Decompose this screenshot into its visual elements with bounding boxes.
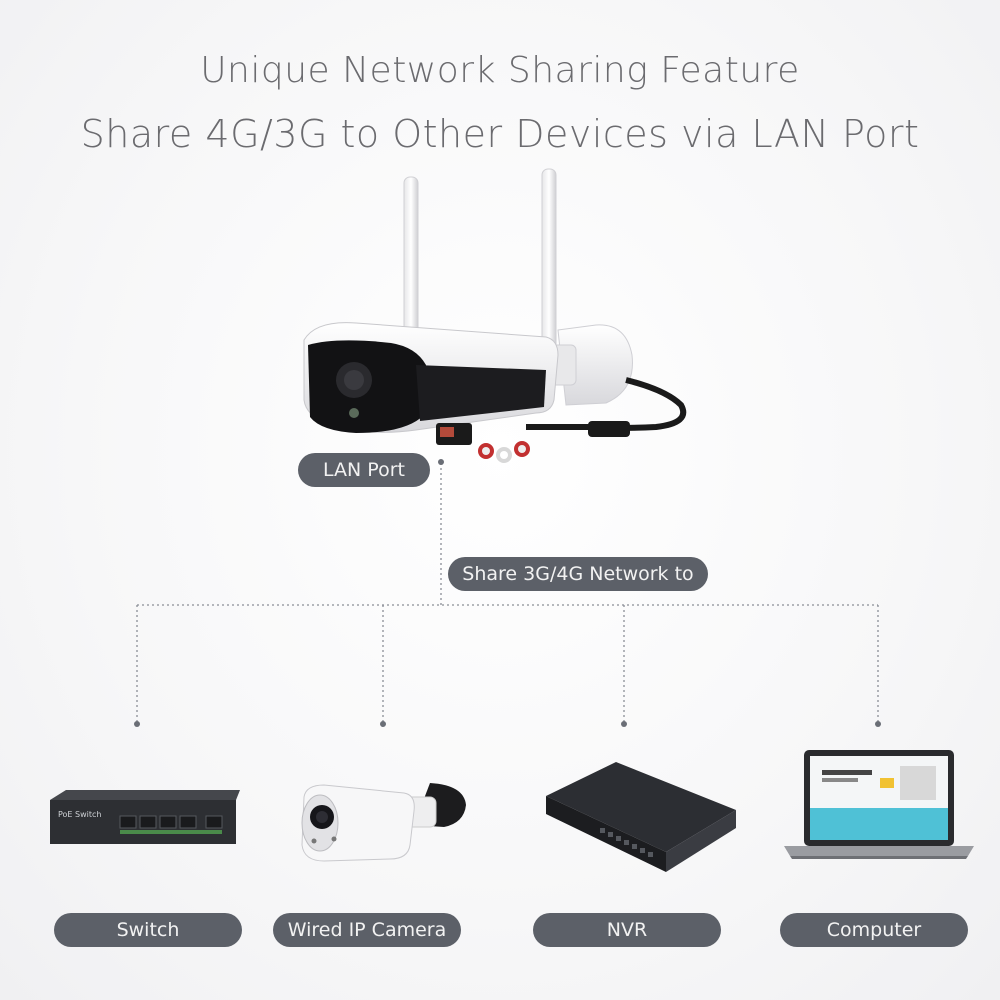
share-network-label: Share 3G/4G Network to	[448, 557, 708, 591]
device-label-wired-ip-camera: Wired IP Camera	[273, 913, 461, 947]
headline-line-2: Share 4G/3G to Other Devices via LAN Por…	[80, 112, 920, 156]
poe-switch-icon: PoE Switch	[50, 790, 240, 844]
nvr-icon	[546, 762, 736, 872]
connector-dot-computer	[875, 721, 881, 727]
connector-dot-switch	[134, 721, 140, 727]
device-label-computer: Computer	[780, 913, 968, 947]
headline-line-1: Unique Network Sharing Feature	[200, 50, 800, 91]
bullet-camera-icon	[301, 783, 466, 862]
connector-dot-nvr	[621, 721, 627, 727]
4g-bullet-camera-icon	[303, 168, 687, 463]
laptop-icon	[784, 750, 974, 859]
connector-dot-lan	[438, 459, 444, 465]
device-label-nvr: NVR	[533, 913, 721, 947]
switch-brand-text: PoE Switch	[58, 810, 101, 819]
lan-port-label: LAN Port	[298, 453, 430, 487]
connector-dot-camera	[380, 721, 386, 727]
device-label-switch: Switch	[54, 913, 242, 947]
